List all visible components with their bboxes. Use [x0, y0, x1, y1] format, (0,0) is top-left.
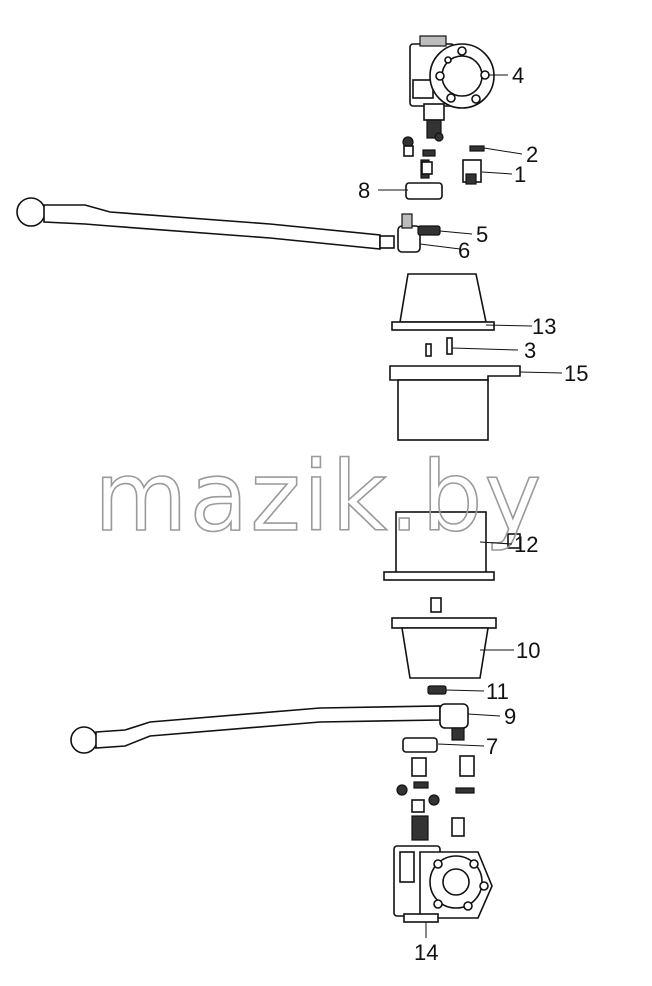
callout-4: 4	[512, 63, 524, 88]
leader-lines	[378, 74, 563, 938]
callout-12: 12	[514, 532, 538, 557]
callout-10: 10	[516, 638, 540, 663]
ball-pin-part-8	[405, 161, 443, 200]
upper-shift-rod	[16, 197, 395, 250]
callout-5: 5	[476, 222, 488, 247]
callout-9: 9	[504, 704, 516, 729]
callout-3: 3	[524, 338, 536, 363]
lower-boot-part-10	[391, 617, 497, 679]
callout-13: 13	[532, 314, 556, 339]
upper-gearbox-housing	[409, 35, 495, 142]
callout-14: 14	[414, 940, 438, 965]
callout-15: 15	[564, 361, 588, 386]
block-part-7	[402, 737, 438, 753]
pin-above-part-10	[430, 597, 442, 613]
lower-gearbox-housing-part-14	[393, 845, 493, 923]
nut-part-11	[427, 685, 447, 695]
callout-11: 11	[486, 679, 509, 704]
nut-part-5	[417, 225, 441, 236]
watermark-text: mazik.by	[94, 441, 543, 553]
callout-8: 8	[358, 178, 370, 203]
callout-7: 7	[486, 734, 498, 759]
callout-1: 1	[514, 162, 526, 187]
pins-part-3	[425, 337, 453, 357]
ball-joint-part-9	[439, 703, 469, 741]
ball-joint-part-6	[397, 213, 421, 253]
bracket-part-15	[389, 365, 521, 441]
bracket-part-12	[383, 511, 521, 581]
callout-2: 2	[526, 142, 538, 167]
callout-6: 6	[458, 238, 470, 263]
lower-small-fittings	[396, 755, 475, 841]
upper-boot-part-13	[391, 273, 495, 331]
clamp-part-1	[462, 159, 482, 185]
lower-shift-rod	[70, 705, 441, 754]
